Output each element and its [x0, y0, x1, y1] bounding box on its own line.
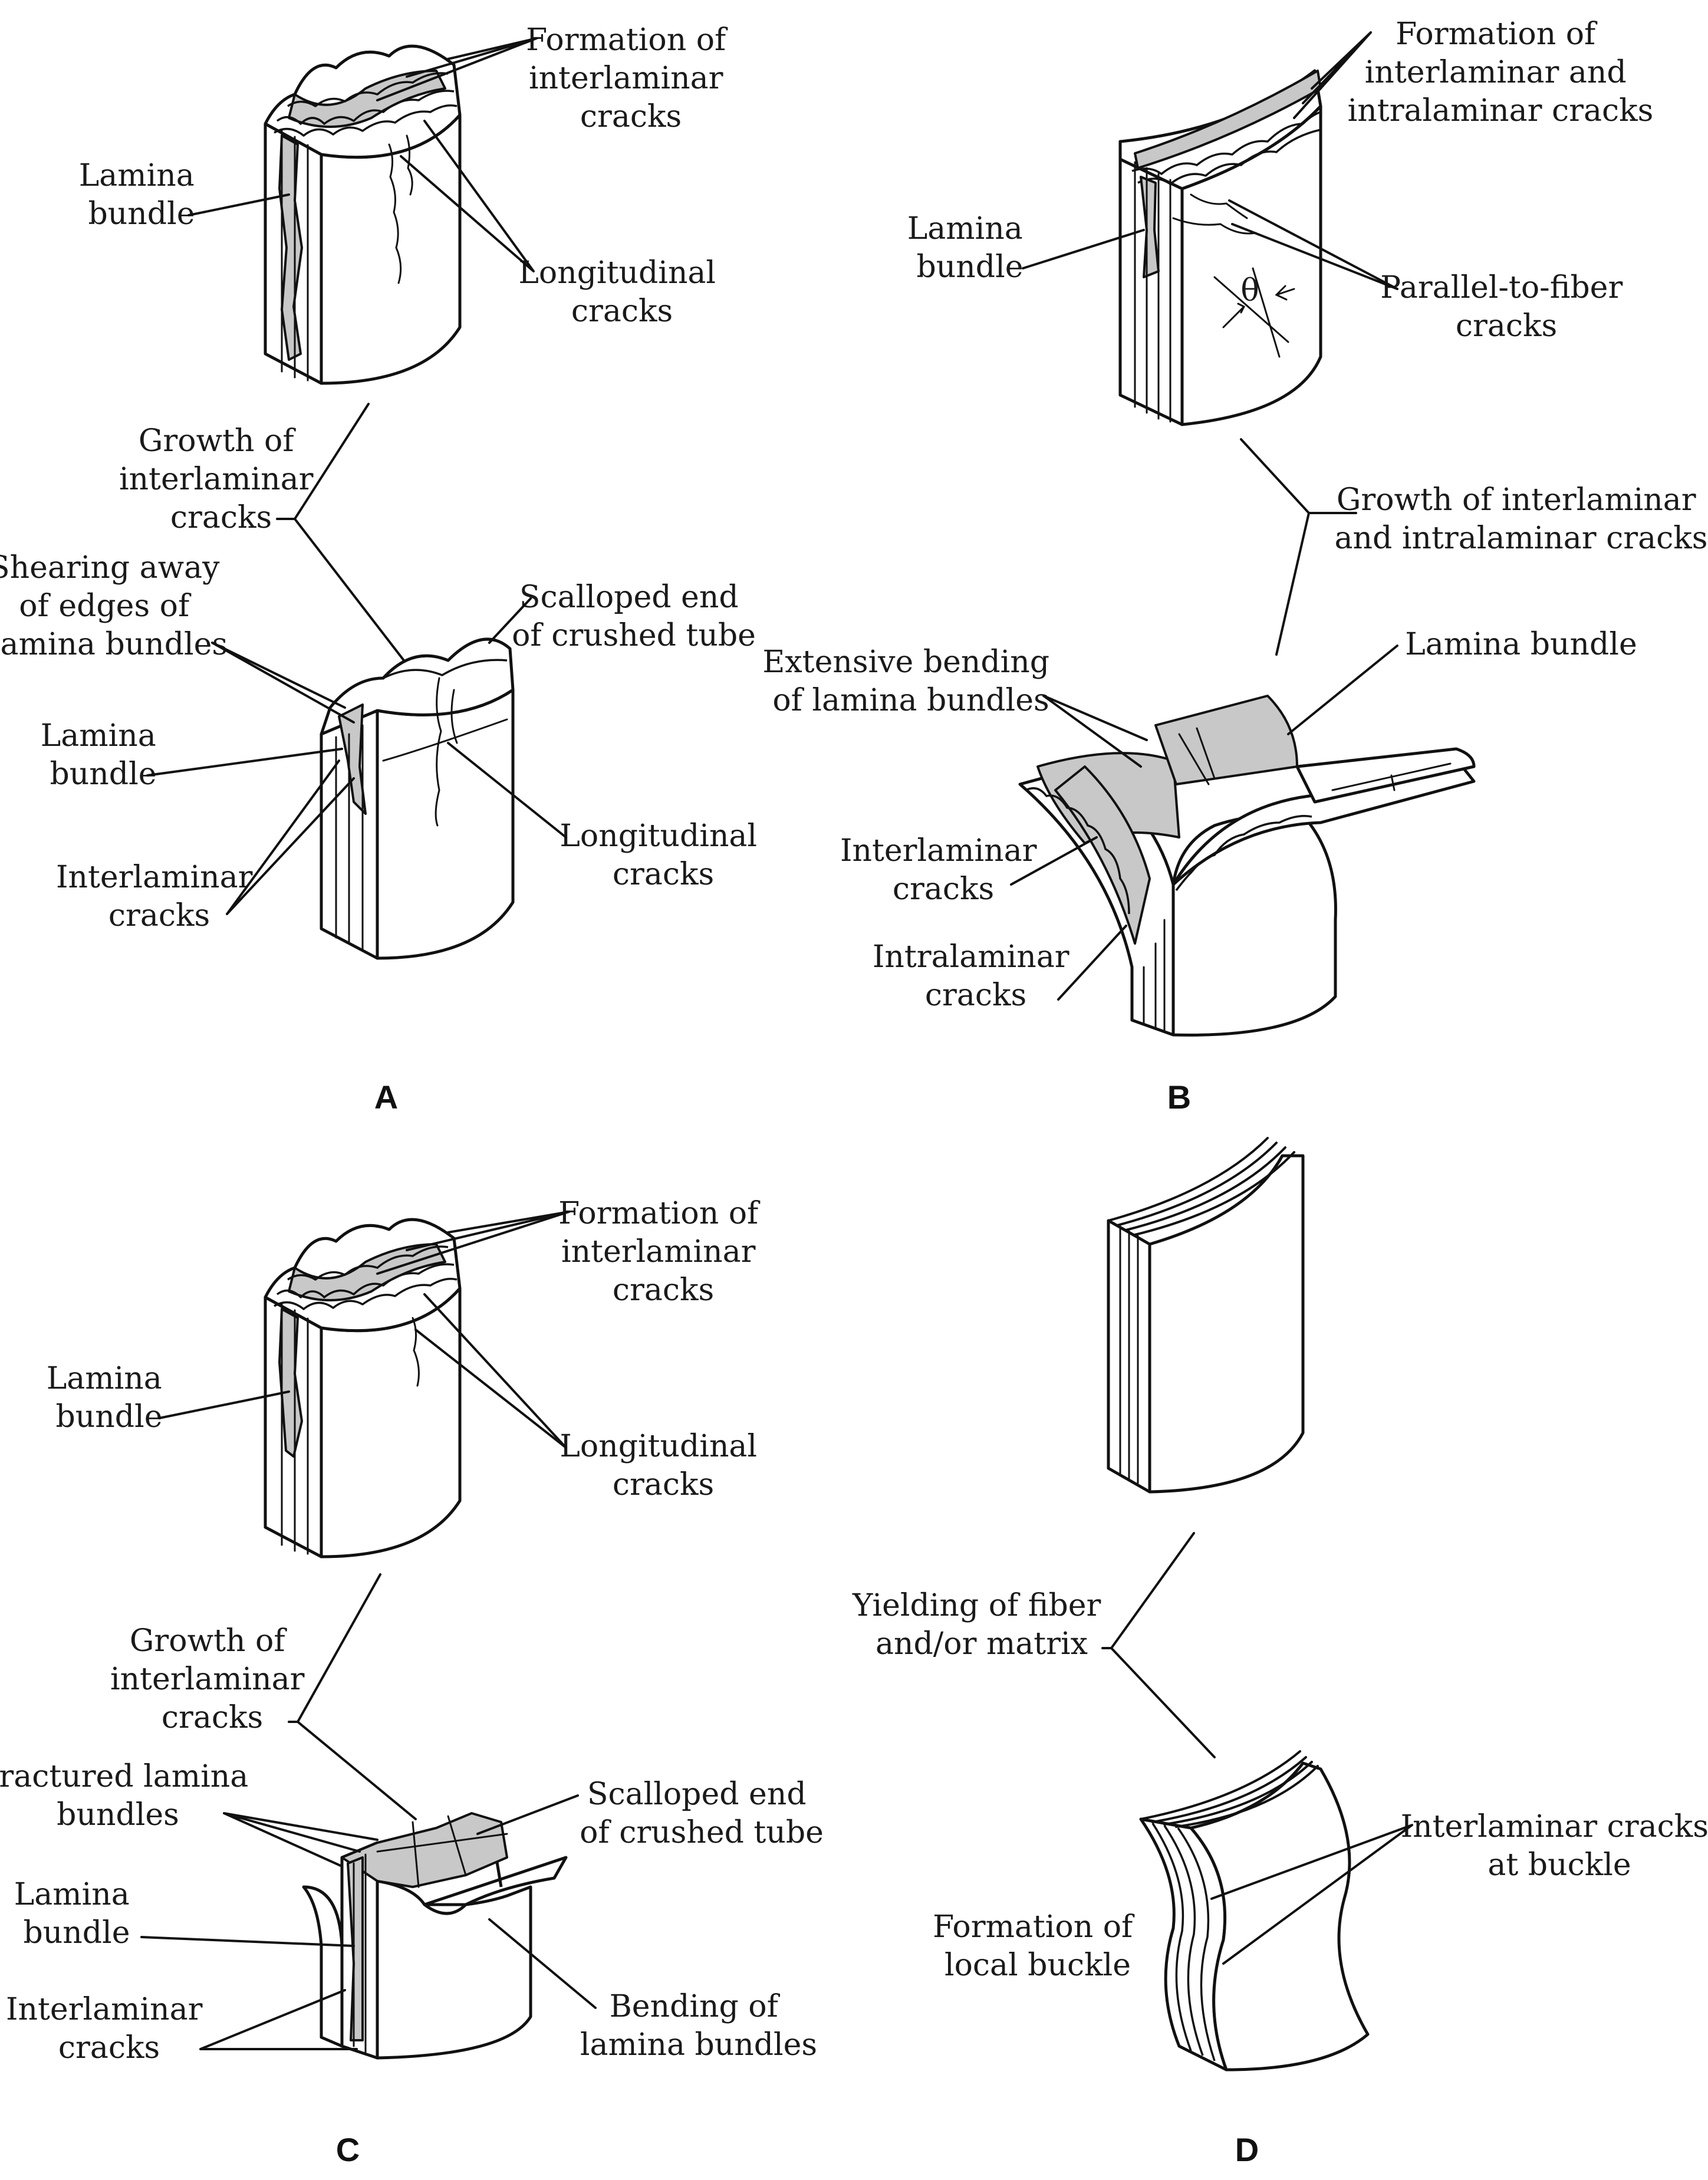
label-c-scalloped: Scalloped end of crushed tube — [580, 1777, 824, 1850]
theta-symbol: θ — [1240, 273, 1259, 308]
label-c-bending: Bending of lamina bundles — [580, 1989, 817, 2063]
label-c-interlaminar: Interlaminar cracks — [6, 1992, 212, 2066]
panel-b-letter: B — [1167, 1079, 1191, 1116]
panel-a-letter: A — [374, 1079, 398, 1116]
panel-c-bottom-labels: Fractured lamina bundles Scalloped end o… — [0, 1759, 824, 2066]
label-a-lamina-bundle: Lamina bundle — [79, 158, 205, 232]
panel-c-top-labels: Formation of interlaminar cracks Lamina … — [47, 1196, 768, 1502]
label-c-growth: Growth of interlaminar cracks — [110, 1623, 314, 1735]
label-a-bottom-lamina-bundle: Lamina bundle — [41, 718, 166, 792]
label-a-growth: Growth of interlaminar cracks — [119, 423, 323, 535]
panel-d-bottom-labels: Interlaminar cracks at buckle Formation … — [933, 1809, 1708, 1983]
label-c-lamina-bundle-bottom: Lamina bundle — [14, 1877, 140, 1951]
label-c-longitudinal: Longitudinal cracks — [560, 1429, 766, 1502]
panel-a-top-specimen — [264, 44, 462, 385]
label-b-lamina-bundle: Lamina bundle — [907, 211, 1033, 285]
panel-c-growth: Growth of interlaminar cracks — [110, 1573, 417, 1820]
panel-c-top-specimen — [264, 1218, 462, 1558]
panel-b-top-labels: Formation of interlaminar and intralamin… — [907, 17, 1654, 344]
panel-b-bottom-labels: Extensive bending of lamina bundles Lami… — [762, 627, 1637, 1013]
label-a-interlaminar: Interlaminar cracks — [56, 860, 262, 933]
label-a-bottom-longitudinal: Longitudinal cracks — [560, 818, 766, 892]
panel-d-bottom-specimen — [1139, 1750, 1370, 2072]
panel-a-bottom-specimen — [320, 637, 515, 960]
panel-d-letter: D — [1235, 2131, 1259, 2168]
label-d-local-buckle: Formation of local buckle — [933, 1909, 1143, 1983]
panel-a-top-labels: Formation of interlaminar cracks Lamina … — [79, 22, 736, 329]
label-c-lamina-bundle: Lamina bundle — [47, 1361, 172, 1435]
panel-d-yielding: Yielding of fiber and/or matrix — [852, 1532, 1216, 1758]
label-d-interlaminar-buckle: Interlaminar cracks at buckle — [1401, 1809, 1708, 1883]
label-d-yielding: Yielding of fiber and/or matrix — [852, 1588, 1111, 1662]
label-a-longitudinal: Longitudinal cracks — [518, 255, 725, 329]
panel-d-top-specimen — [1107, 1137, 1305, 1494]
panel-c: Formation of interlaminar cracks Lamina … — [0, 1196, 824, 2168]
panel-b-bottom-specimen — [1018, 695, 1476, 1037]
label-a-shearing: Shearing away of edges of lamina bundles — [0, 550, 229, 662]
label-b-growth: Growth of interlaminar and intralaminar … — [1335, 482, 1708, 556]
label-c-fractured: Fractured lamina bundles — [0, 1759, 258, 1833]
label-b-bending: Extensive bending of lamina bundles — [762, 645, 1059, 718]
label-a-scalloped: Scalloped end of crushed tube — [512, 580, 756, 653]
label-b-formation: Formation of interlaminar and intralamin… — [1348, 17, 1654, 129]
panel-b-growth: Growth of interlaminar and intralaminar … — [1240, 438, 1708, 656]
panel-b: θ Formation of interlaminar and intralam… — [762, 17, 1707, 1116]
panel-c-bottom-specimen — [302, 1812, 568, 2060]
label-b-parallel: Parallel-to-fiber cracks — [1380, 270, 1633, 344]
label-a-formation: Formation of interlaminar cracks — [526, 22, 736, 134]
panel-a-growth: Growth of interlaminar cracks — [119, 403, 405, 662]
label-b-interlaminar: Interlaminar cracks — [840, 833, 1046, 907]
panel-c-letter: C — [336, 2131, 360, 2168]
panel-b-top-specimen: θ — [1118, 69, 1322, 426]
panel-a-bottom-labels: Shearing away of edges of lamina bundles… — [0, 550, 766, 933]
panel-d: Yielding of fiber and/or matrix Interlam… — [852, 1137, 1708, 2168]
label-c-formation: Formation of interlaminar cracks — [558, 1196, 768, 1308]
label-b-lamina-bundle-bottom: Lamina bundle — [1405, 627, 1637, 662]
panel-a: Formation of interlaminar cracks Lamina … — [0, 22, 766, 1116]
label-b-intralaminar: Intralaminar cracks — [873, 939, 1079, 1013]
